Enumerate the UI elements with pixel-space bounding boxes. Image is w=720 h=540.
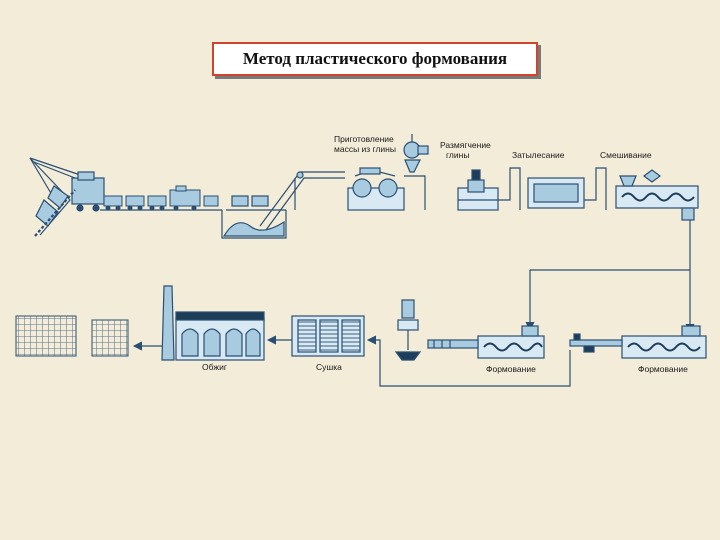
connector-line-3 [584, 167, 607, 210]
connector-line [404, 175, 426, 210]
label-forming-2: Формование [638, 364, 688, 374]
grinding-box-icon [527, 177, 585, 209]
brick-stack-large-icon [15, 315, 77, 357]
label-grinding: Затылесание [512, 150, 565, 160]
label-drying: Сушка [316, 362, 342, 372]
cutter-press-icon [394, 299, 422, 361]
label-mixing: Смешивание [600, 150, 652, 160]
label-forming-1: Формование [486, 364, 536, 374]
mixer-icon [615, 169, 699, 221]
forming-machine-1-icon [427, 325, 545, 359]
drying-chamber-icon [291, 315, 365, 357]
rail-wagons-icon [103, 185, 219, 211]
label-firing: Обжиг [202, 362, 227, 372]
label-clay-preparation-2: массы из глины [334, 144, 396, 154]
label-softening-1: Размягчение [440, 140, 491, 150]
excavator-icon [29, 157, 105, 237]
arrow-head-kiln [266, 335, 277, 345]
label-clay-preparation-1: Приготовление [334, 134, 394, 144]
clay-softening-machine-icon [457, 169, 499, 211]
arrow-head-drying [366, 335, 377, 345]
label-softening-2: глины [446, 150, 469, 160]
arrow-head-stacks [132, 341, 143, 351]
forming-machine-2-icon [569, 325, 707, 359]
connector-line-2 [498, 167, 521, 210]
diagram-title: Метод пластического формования [212, 42, 538, 76]
crusher-icon [403, 134, 429, 173]
clay-preparation-unit-icon [347, 167, 405, 211]
flow-line-bottom [372, 339, 571, 387]
brick-stack-small-icon [91, 319, 129, 357]
clay-pit-icon [221, 195, 287, 239]
inclined-conveyor-icon [259, 171, 345, 231]
kiln-icon [161, 285, 265, 361]
